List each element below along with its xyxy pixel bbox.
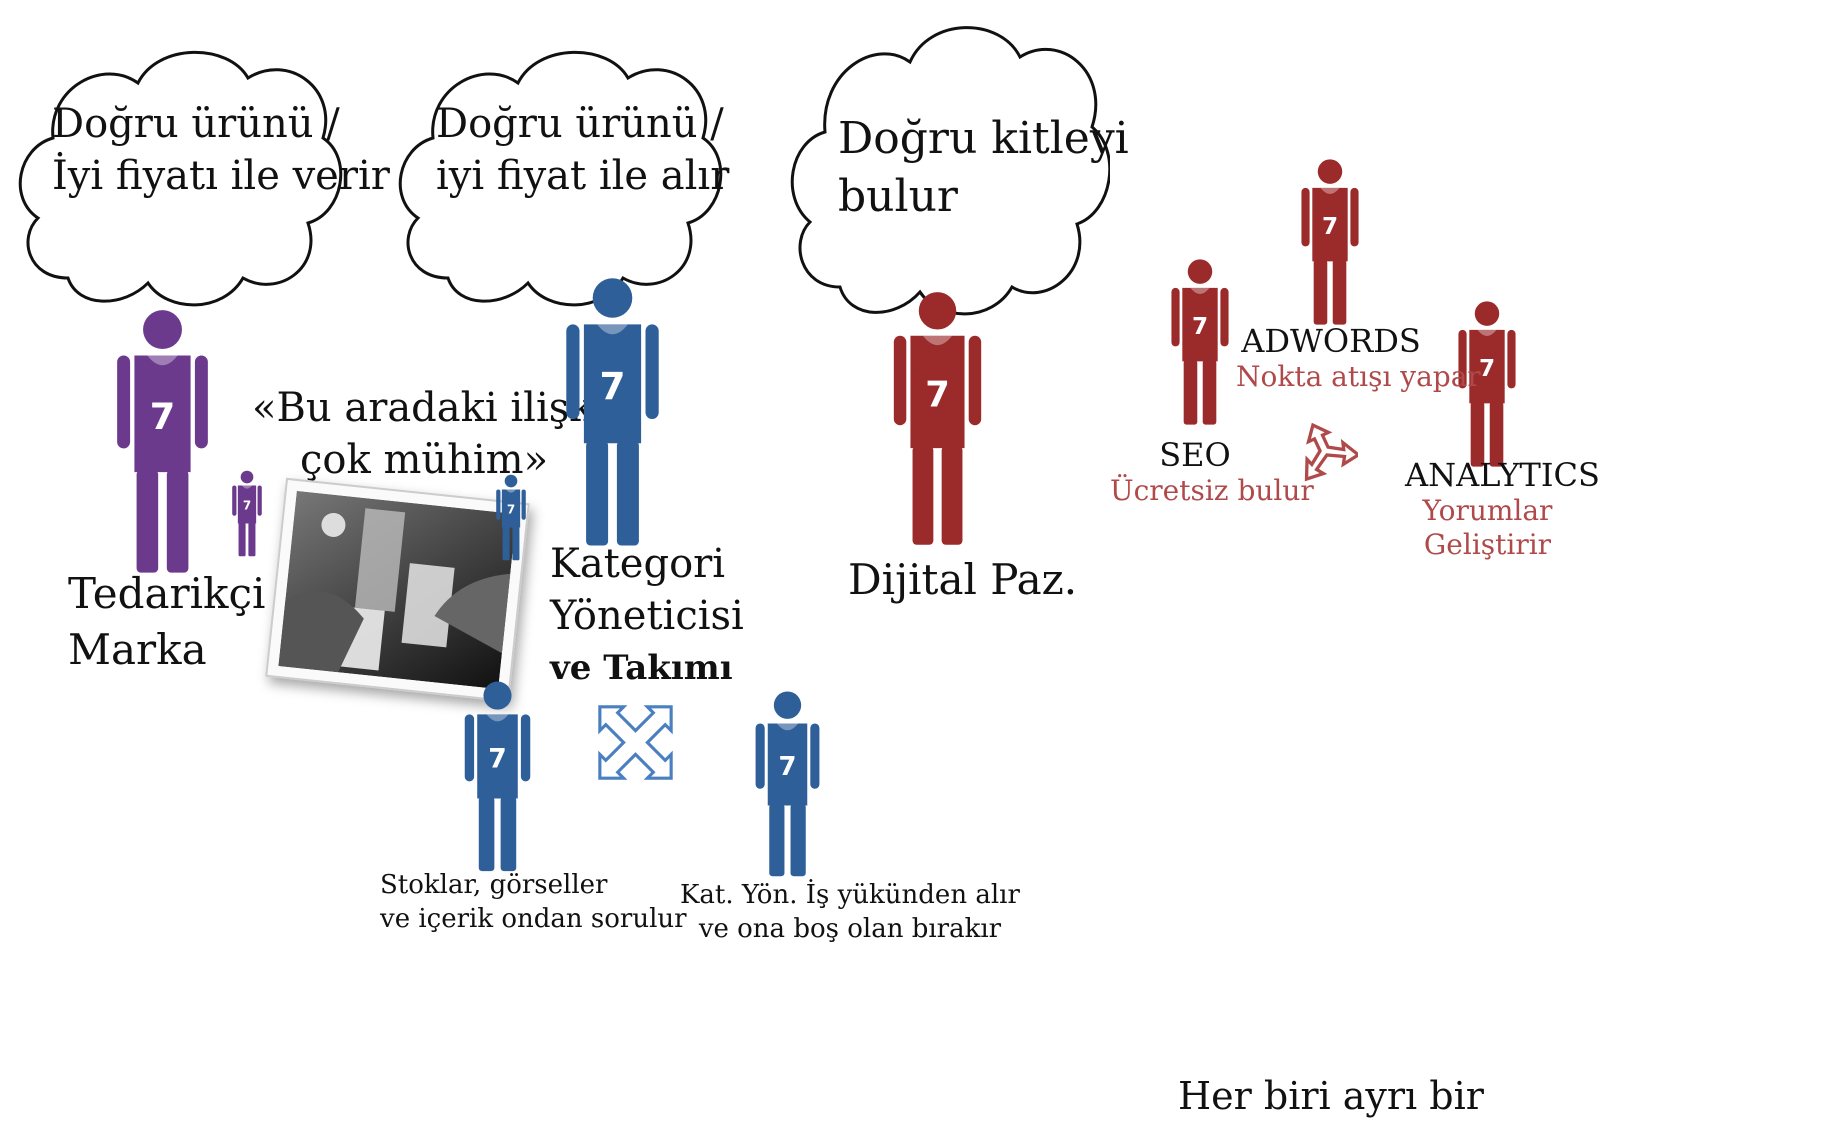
cloud-icon	[18, 50, 343, 307]
glasses-photo-icon	[278, 490, 517, 690]
seo-label: SEO Ücretsiz bulur	[1110, 436, 1314, 507]
cloud-line-2: bulur	[838, 171, 958, 222]
digital-marketing-player-icon	[880, 290, 995, 550]
team-left-caption: Stoklar, görseller ve içerik ondan sorul…	[380, 870, 687, 934]
thought-cloud-supplier: Doğru ürünü / İyi fiyatı ile verir	[8, 28, 390, 318]
cloud-line-1: Doğru ürünü /	[52, 101, 340, 147]
cloud-line-2: İyi fiyatı ile verir	[52, 153, 390, 199]
adwords-player-icon	[1296, 158, 1364, 328]
cloud-icon	[398, 50, 723, 307]
digital-marketing-label: Dijital Paz.	[848, 555, 1078, 604]
analytics-label: ANALYTICS Yorumlar Geliştirir	[1405, 456, 1600, 561]
thought-cloud-category: Doğru ürünü / iyi fiyat ile alır	[388, 28, 730, 318]
supplier-label: Tedarikçi / Marka	[68, 569, 293, 674]
category-manager-label: Kategori Yöneticisi ve Takımı	[550, 541, 744, 688]
category-manager-player-icon	[555, 276, 670, 551]
cloud-line-1: Doğru kitleyi	[838, 113, 1129, 164]
team-member-right-icon	[745, 690, 830, 880]
small-category-player-icon	[492, 474, 530, 562]
team-member-left-icon	[455, 680, 540, 875]
supplier-player-icon	[105, 308, 220, 578]
cloud-line-1: Doğru ürünü /	[436, 101, 724, 147]
cloud-icon	[790, 26, 1110, 316]
relationship-quote: «Bu aradaki ilişki çok mühim»	[252, 385, 607, 483]
adwords-label: ADWORDS Nokta atışı yapar	[1236, 322, 1481, 393]
cloud-line-2: iyi fiyat ile alır	[436, 153, 730, 199]
four-way-arrows-icon	[598, 705, 673, 780]
three-way-arrows-icon	[1304, 422, 1358, 482]
seo-player-icon	[1166, 258, 1234, 428]
team-right-caption: Kat. Yön. İş yükünden alır ve ona boş ol…	[680, 880, 1020, 944]
handshake-photo	[265, 477, 530, 703]
thought-cloud-digital: Doğru kitleyi bulur	[780, 2, 1129, 332]
footer-text: Her biri ayrı bir	[1178, 1074, 1484, 1118]
